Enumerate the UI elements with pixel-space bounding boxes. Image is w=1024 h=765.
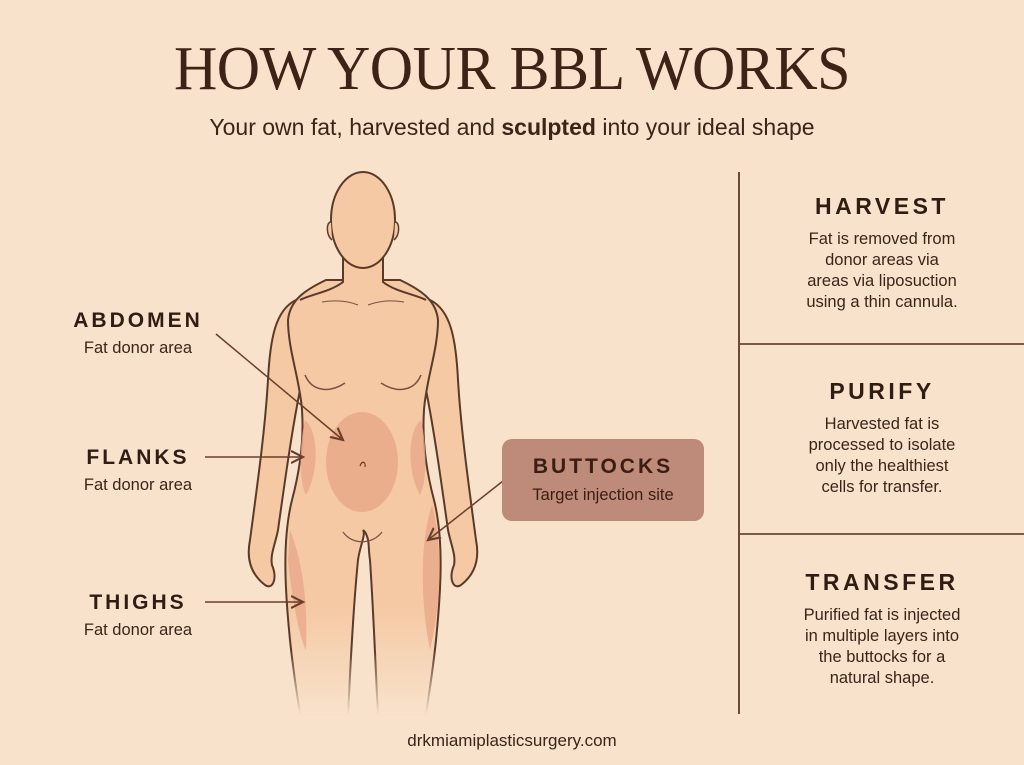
step-line: processed to isolate <box>808 436 956 454</box>
subtitle-text: Your own fat, harvested and <box>209 114 502 140</box>
step-description: Harvested fat is processed to isolate on… <box>740 414 1024 498</box>
page-title: HOW YOUR BBL WORKS <box>173 33 851 103</box>
step-harvest: HARVEST Fat is removed from donor areas … <box>740 195 1024 313</box>
steps-vertical-divider <box>738 172 740 714</box>
abdomen-description: Fat donor area <box>83 339 193 357</box>
step-description: Purified fat is injected in multiple lay… <box>740 605 1024 689</box>
thighs-description: Fat donor area <box>83 621 193 639</box>
step-line: Harvested fat is <box>824 415 940 433</box>
thigh-donor-area-left <box>288 530 307 650</box>
buttocks-target-callout: BUTTOCKS Target injection site <box>502 439 704 521</box>
flanks-description: Fat donor area <box>83 476 193 494</box>
abdomen-label: ABDOMEN Fat donor area <box>58 310 218 357</box>
abdomen-title: ABDOMEN <box>73 309 203 332</box>
step-description: Fat is removed from donor areas via area… <box>740 229 1024 313</box>
step-title: TRANSFER <box>805 569 959 595</box>
step-line: only the healthiest <box>815 457 949 475</box>
buttocks-title: BUTTOCKS <box>532 455 674 478</box>
subtitle-text-end: into your ideal shape <box>595 114 815 140</box>
buttocks-pointer-arrow <box>428 480 504 540</box>
flank-donor-area-right <box>410 420 426 495</box>
thighs-label: THIGHS Fat donor area <box>58 592 218 639</box>
abdomen-pointer-arrow <box>215 333 343 440</box>
thighs-title: THIGHS <box>89 591 187 614</box>
flanks-label: FLANKS Fat donor area <box>58 447 218 494</box>
steps-divider-2 <box>740 533 1024 535</box>
website-url: drkmiamiplasticsurgery.com <box>407 731 617 750</box>
step-line: the buttocks for a <box>818 648 946 666</box>
step-line: using a thin cannula. <box>806 293 958 311</box>
subtitle-emphasis: sculpted <box>501 114 596 140</box>
step-line: areas via liposuction <box>807 272 957 290</box>
step-line: Purified fat is injected <box>803 606 961 624</box>
step-line: natural shape. <box>829 669 935 687</box>
step-line: Fat is removed from <box>808 230 956 248</box>
flank-donor-area-left <box>300 420 316 495</box>
step-line: cells for transfer. <box>821 478 943 496</box>
buttocks-description: Target injection site <box>532 486 674 504</box>
step-title: HARVEST <box>815 193 949 219</box>
step-purify: PURIFY Harvested fat is processed to iso… <box>740 380 1024 498</box>
step-title: PURIFY <box>829 378 935 404</box>
flanks-title: FLANKS <box>86 446 190 469</box>
step-line: donor areas via <box>825 251 939 269</box>
step-transfer: TRANSFER Purified fat is injected in mul… <box>740 571 1024 689</box>
page-subtitle: Your own fat, harvested and sculpted int… <box>0 114 1024 142</box>
steps-divider-1 <box>740 343 1024 345</box>
step-line: in multiple layers into <box>804 627 960 645</box>
